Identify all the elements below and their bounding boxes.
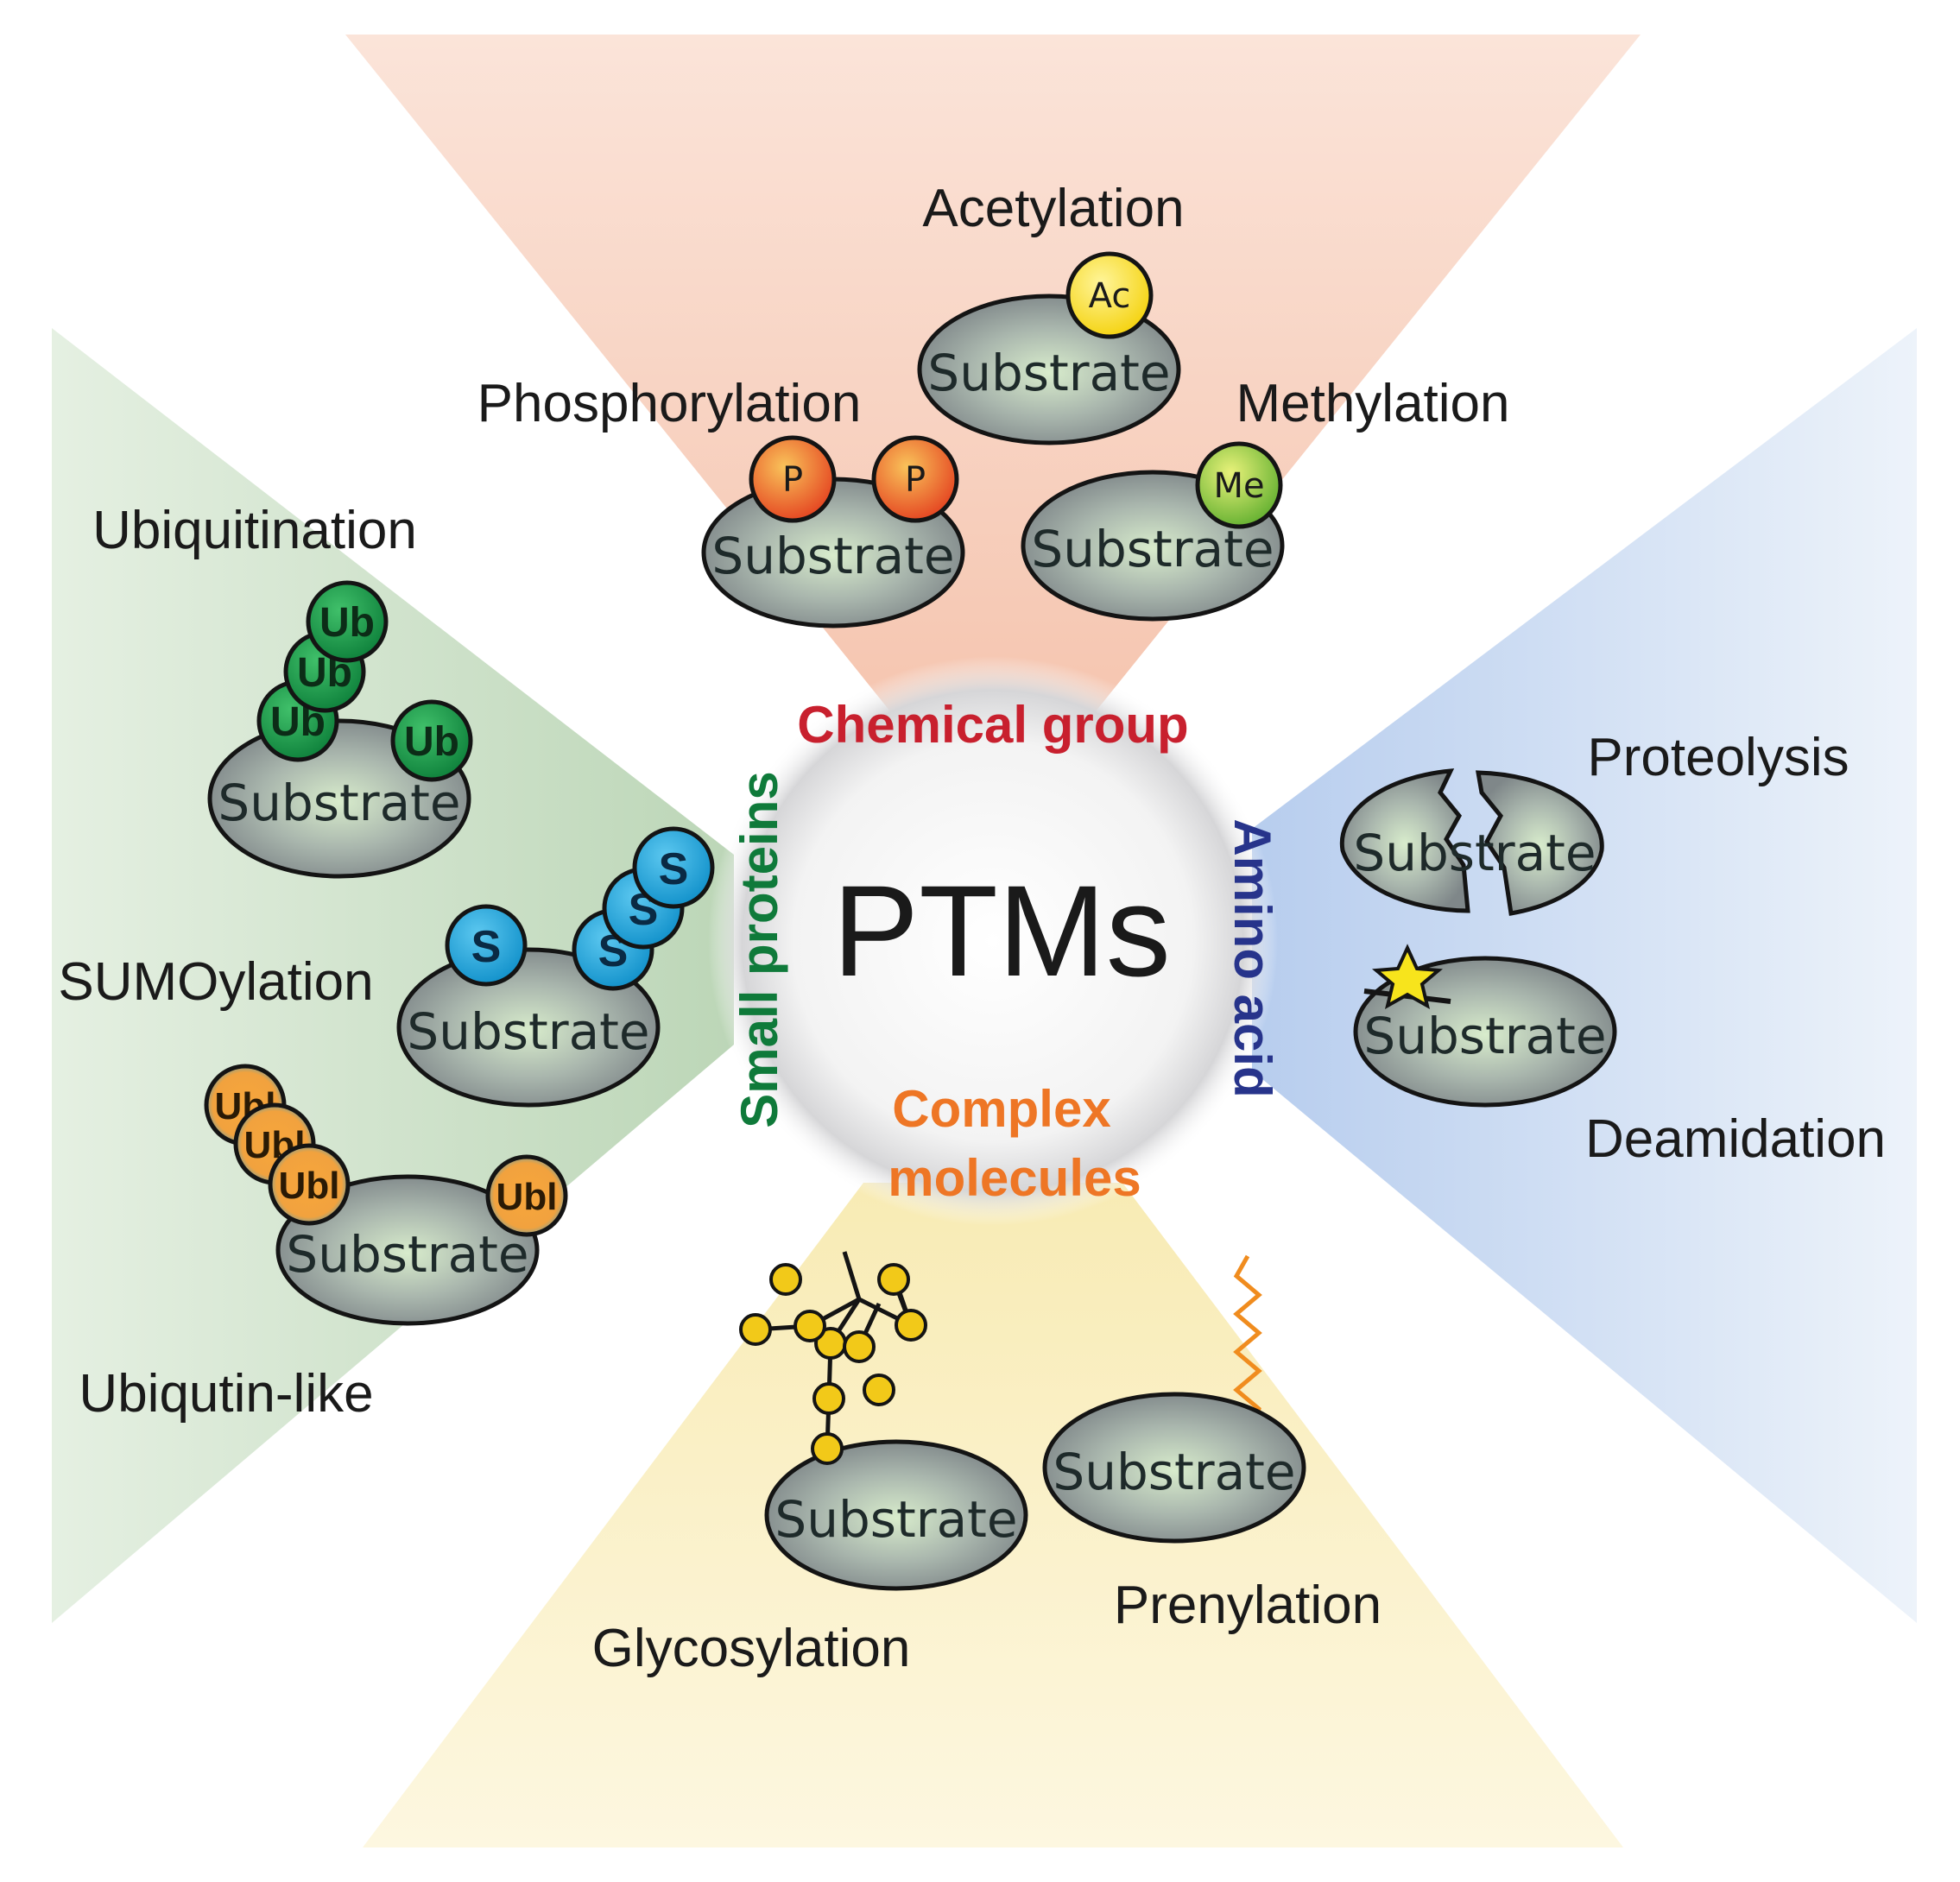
sumoylation-substrate [396,947,661,1108]
category-small-proteins: Small proteins [730,771,788,1127]
amino-acid-sector [1252,328,1917,1623]
center-hub [708,656,1278,1226]
glycosylation-substrate [764,1439,1028,1591]
substrate-label: Substrate [711,527,954,585]
ubl-chain-3 [268,1143,351,1226]
substrate-label: Substrate [1031,520,1274,578]
substrate-label: Substrate [286,1225,528,1284]
ubiquitin-tag: Ub [319,600,375,646]
sumoylation-group: SUMOylation Substrate S S S S [58,826,715,1108]
acetyl-group [1065,251,1154,339]
acetylation-group: Acetylation Substrate Ac [917,179,1185,445]
small-proteins-sector [52,328,734,1623]
ubiquitination-group: Ubiquitination Substrate Ub Ub Ub Ub [92,501,473,879]
prenyl-chain [1233,1254,1262,1425]
ubl-tag: Ubl [279,1165,340,1207]
acetyl-tag: Ac [1089,276,1131,316]
ubiquitin-mono [390,699,473,782]
phosphate-group-2 [871,435,959,523]
substrate-label: Substrate [1353,824,1596,882]
sumo-chain-3 [632,826,715,909]
glycosylation-label: Glycosylation [592,1619,911,1678]
acetylation-label: Acetylation [922,179,1184,238]
sumo-tag: S [659,844,689,894]
proteolysis-group: Proteolysis Substrate [1339,728,1849,916]
ubiquitin-tag: Ub [404,719,459,765]
substrate-label: Substrate [927,344,1170,402]
phosphorylation-group: Phosphorylation Substrate P P [477,374,965,628]
proteolysis-fragment-right [1476,770,1604,916]
proteolysis-label: Proteolysis [1587,728,1849,787]
ubiquitin-like-substrate [275,1174,540,1326]
methyl-group [1195,441,1283,529]
deamidation-group: Deamidation Substrate [1353,944,1886,1169]
ubiquitin-like-group: Ubiqutin-like Substrate Ubl Ubl Ubl Ubl [79,1064,568,1424]
substrate-label: Substrate [218,774,460,832]
substrate-label: Substrate [1053,1443,1295,1501]
glycosylation-group: Glycosylation Substrate [592,1251,1028,1678]
deamidation-label: Deamidation [1585,1109,1886,1169]
phosphate-tag-2: P [905,460,926,500]
category-complex-molecules-line2: molecules [888,1149,1141,1207]
sumo-mono [445,904,528,987]
ubl-mono [485,1154,568,1237]
category-chemical-group: Chemical group [797,696,1188,754]
prenylation-substrate [1042,1392,1306,1544]
sumo-tag: S [471,922,502,972]
center-title: PTMs [832,858,1171,1003]
phosphate-group-1 [749,435,837,523]
prenylation-label: Prenylation [1114,1576,1381,1635]
methyl-tag: Me [1213,466,1264,506]
substrate-label: Substrate [407,1002,649,1061]
category-amino-acid: Amino acid [1223,818,1281,1097]
proteolysis-fragment-left [1339,768,1470,913]
ubiquitin-chain-3 [306,580,389,663]
star-icon [1371,944,1444,1010]
ubiquitination-label: Ubiquitination [92,501,417,560]
phosphorylation-label: Phosphorylation [477,374,862,433]
category-complex-molecules-line1: Complex [892,1080,1110,1138]
phosphate-tag-1: P [782,460,803,500]
substrate-label: Substrate [775,1490,1017,1549]
sumoylation-label: SUMOylation [58,952,373,1012]
methylation-group: Methylation Substrate Me [1021,374,1510,622]
methylation-label: Methylation [1236,374,1509,433]
ubiquitin-like-label: Ubiqutin-like [79,1364,373,1424]
glycan-nodes [739,1263,927,1465]
substrate-label: Substrate [1363,1007,1606,1065]
ubl-tag: Ubl [496,1176,558,1218]
prenylation-group: Prenylation Substrate [1042,1254,1381,1635]
